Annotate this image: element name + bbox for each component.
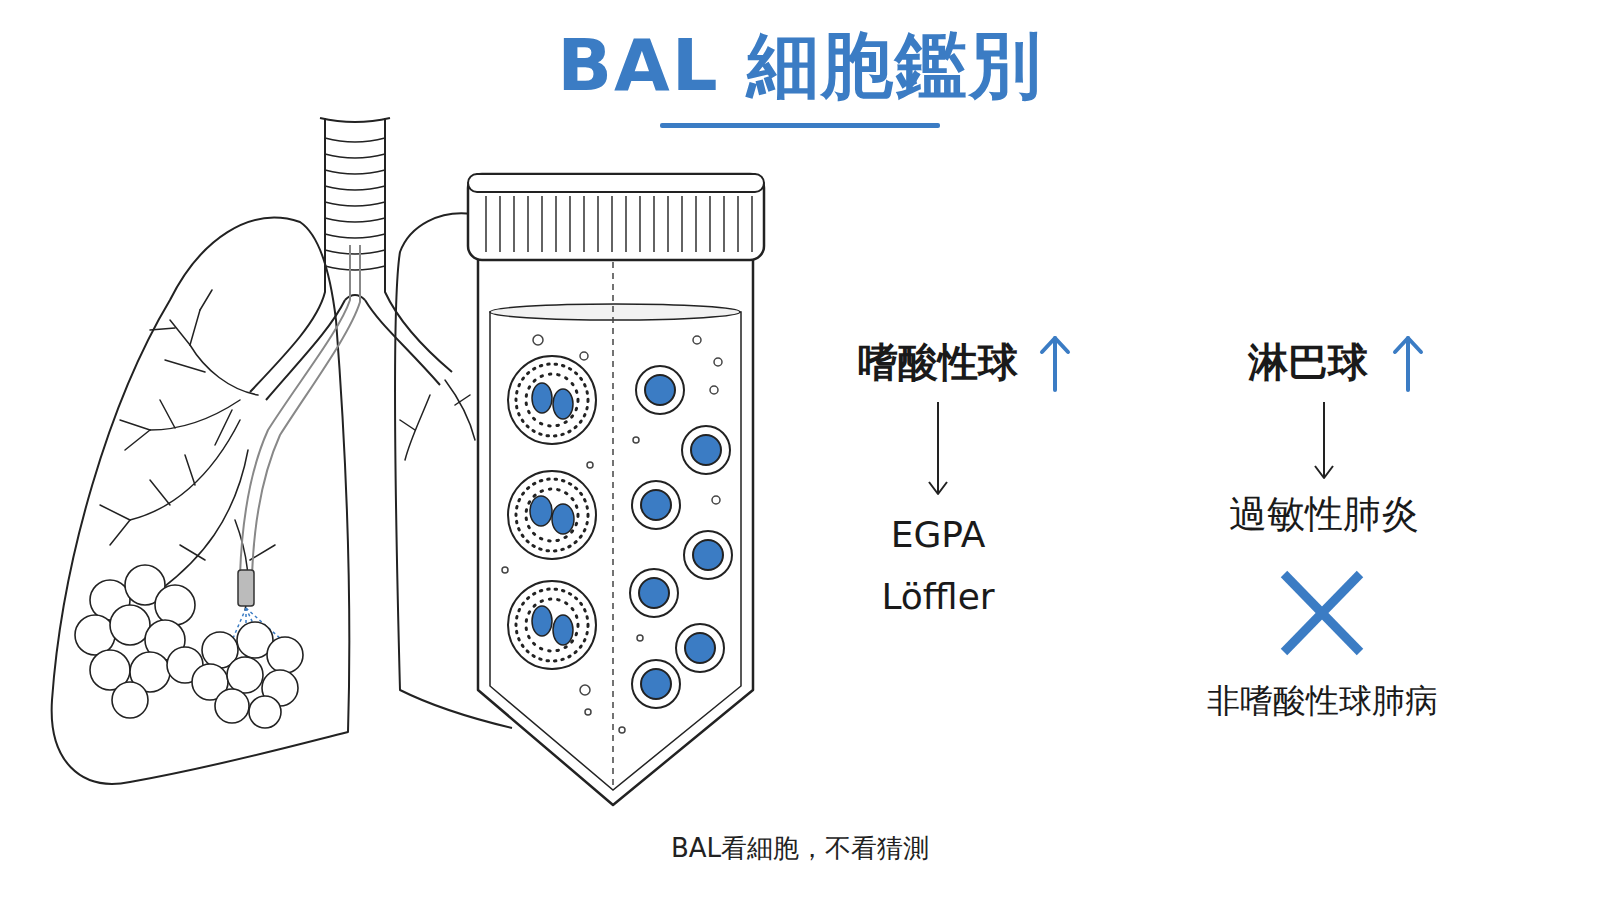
node-text: 過敏性肺炎 — [1229, 488, 1419, 540]
alveoli — [75, 565, 303, 728]
text-node: EGPALöffler — [875, 502, 1000, 630]
tracheal-rings — [325, 138, 385, 270]
bronchoscope — [240, 245, 360, 575]
node-text: Löffler — [881, 566, 994, 628]
connector — [1315, 402, 1333, 478]
connector-line — [937, 402, 939, 494]
text-node: 過敏性肺炎 — [1223, 486, 1425, 542]
scope-tip — [238, 570, 254, 606]
bubbles — [502, 335, 722, 733]
lymphocyte-cells — [630, 366, 732, 708]
arrow-head — [929, 482, 947, 494]
node-text: 淋巴球 — [1248, 336, 1368, 388]
text-node: 嗜酸性球 — [852, 334, 1024, 390]
eosinophil-cells — [508, 356, 596, 669]
node-text: 嗜酸性球 — [858, 336, 1018, 388]
exclusion-cross — [1284, 574, 1360, 652]
bronchial-tree — [100, 290, 475, 610]
text-node: 非嗜酸性球肺病 — [1201, 676, 1444, 726]
connector — [929, 402, 947, 494]
connector-line — [1323, 402, 1325, 478]
text-node: 淋巴球 — [1242, 334, 1374, 390]
sample-tube — [468, 174, 764, 805]
caption: BAL看細胞，不看猜測 — [671, 830, 929, 866]
title-underline — [660, 123, 940, 128]
node-text: 非嗜酸性球肺病 — [1207, 678, 1438, 724]
node-text: EGPA — [881, 504, 994, 566]
title: BAL 細胞鑑別 — [557, 20, 1043, 110]
increase-arrow — [1395, 338, 1421, 390]
increase-arrow — [1042, 338, 1068, 390]
lung-drawing — [52, 118, 512, 784]
arrow-head — [1315, 466, 1333, 478]
